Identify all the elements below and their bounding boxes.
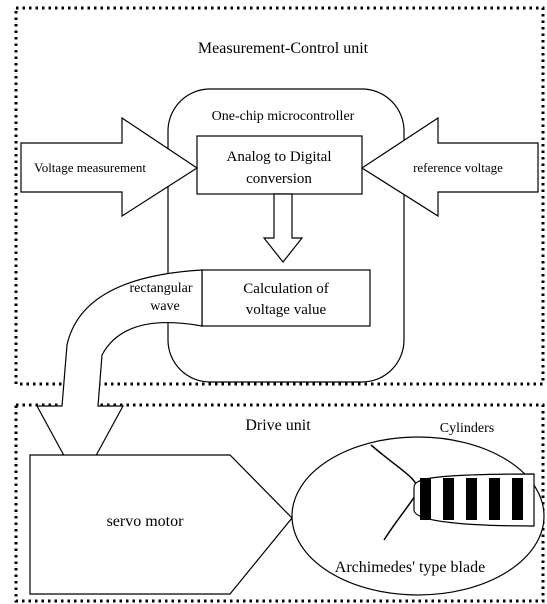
cylinder-bar bbox=[420, 478, 431, 520]
cylinder-bar bbox=[512, 478, 523, 520]
calculation-label-line1: Calculation of bbox=[243, 281, 328, 297]
calculation-block bbox=[201, 269, 371, 327]
servo-motor-label: servo motor bbox=[107, 513, 185, 530]
microcontroller-box bbox=[167, 88, 405, 383]
microcontroller-title: One-chip microcontroller bbox=[212, 109, 355, 124]
reference-voltage-label: reference voltage bbox=[413, 160, 503, 175]
cylinder-bar bbox=[466, 478, 477, 520]
calculation-label-line2: voltage value bbox=[246, 302, 327, 318]
measurement-control-unit-title: Measurement-Control unit bbox=[198, 40, 369, 57]
adc-label-line2: conversion bbox=[246, 171, 312, 187]
rectangular-wave-arrow bbox=[35, 269, 203, 487]
cylinders-group bbox=[420, 478, 523, 520]
cylinders-label: Cylinders bbox=[440, 421, 494, 436]
voltage-measurement-arrow bbox=[20, 116, 199, 218]
archimedes-blade-label: Archimedes' type blade bbox=[335, 559, 485, 576]
voltage-measurement-label: Voltage measurement bbox=[34, 160, 146, 175]
adc-label-line1: Analog to Digital bbox=[227, 149, 332, 165]
servo-motor-block bbox=[29, 454, 293, 595]
measurement-control-unit-frame bbox=[14, 6, 545, 386]
cylinder-bar bbox=[443, 478, 454, 520]
rectangular-wave-label-line2: wave bbox=[150, 299, 180, 314]
internal-down-arrow bbox=[262, 193, 304, 263]
cylinder-bar bbox=[489, 478, 500, 520]
adc-block bbox=[196, 135, 363, 195]
rectangular-wave-label-line1: rectangular bbox=[130, 281, 193, 296]
reference-voltage-arrow bbox=[360, 116, 539, 218]
drive-unit-title: Drive unit bbox=[245, 417, 311, 434]
drive-unit-frame bbox=[14, 403, 545, 603]
